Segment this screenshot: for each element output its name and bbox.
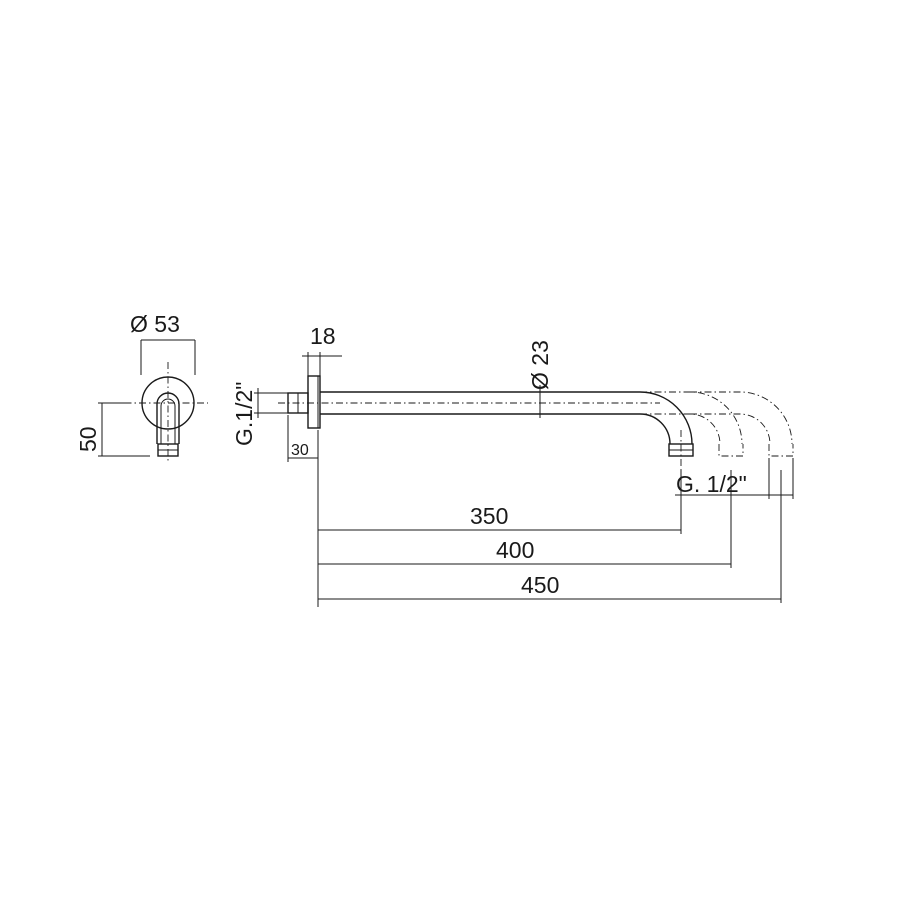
- outlet-nut-450: [768, 444, 794, 457]
- height-50-label: 50: [75, 426, 101, 452]
- bend-350-inner: [639, 413, 671, 445]
- length-350-label: 350: [470, 503, 508, 529]
- arm-view: Ø 23 18 G.1/2" 30 G. 1/2" 350 400 450: [231, 323, 794, 607]
- inlet-30-label: 30: [291, 442, 309, 459]
- bend-350-outer: [639, 391, 693, 445]
- side-view-arm-bend: [156, 392, 180, 444]
- length-450-label: 450: [521, 572, 559, 598]
- bend-400-inner: [640, 413, 721, 445]
- diameter-53-label: Ø 53: [130, 311, 180, 337]
- flange-18-label: 18: [310, 323, 336, 349]
- inlet-thread-label: G.1/2": [231, 382, 257, 446]
- bend-450-outer: [690, 391, 793, 445]
- arm-flange: [307, 375, 321, 429]
- side-view-arm-inner: [160, 398, 176, 444]
- diameter-23-label: Ø 23: [527, 340, 553, 390]
- bend-450-inner: [690, 413, 771, 445]
- outlet-thread-label: G. 1/2": [676, 471, 747, 497]
- side-view: Ø 53 50: [75, 311, 208, 462]
- length-400-label: 400: [496, 537, 534, 563]
- outlet-nut-400: [718, 444, 744, 457]
- flange-circle: [141, 376, 195, 430]
